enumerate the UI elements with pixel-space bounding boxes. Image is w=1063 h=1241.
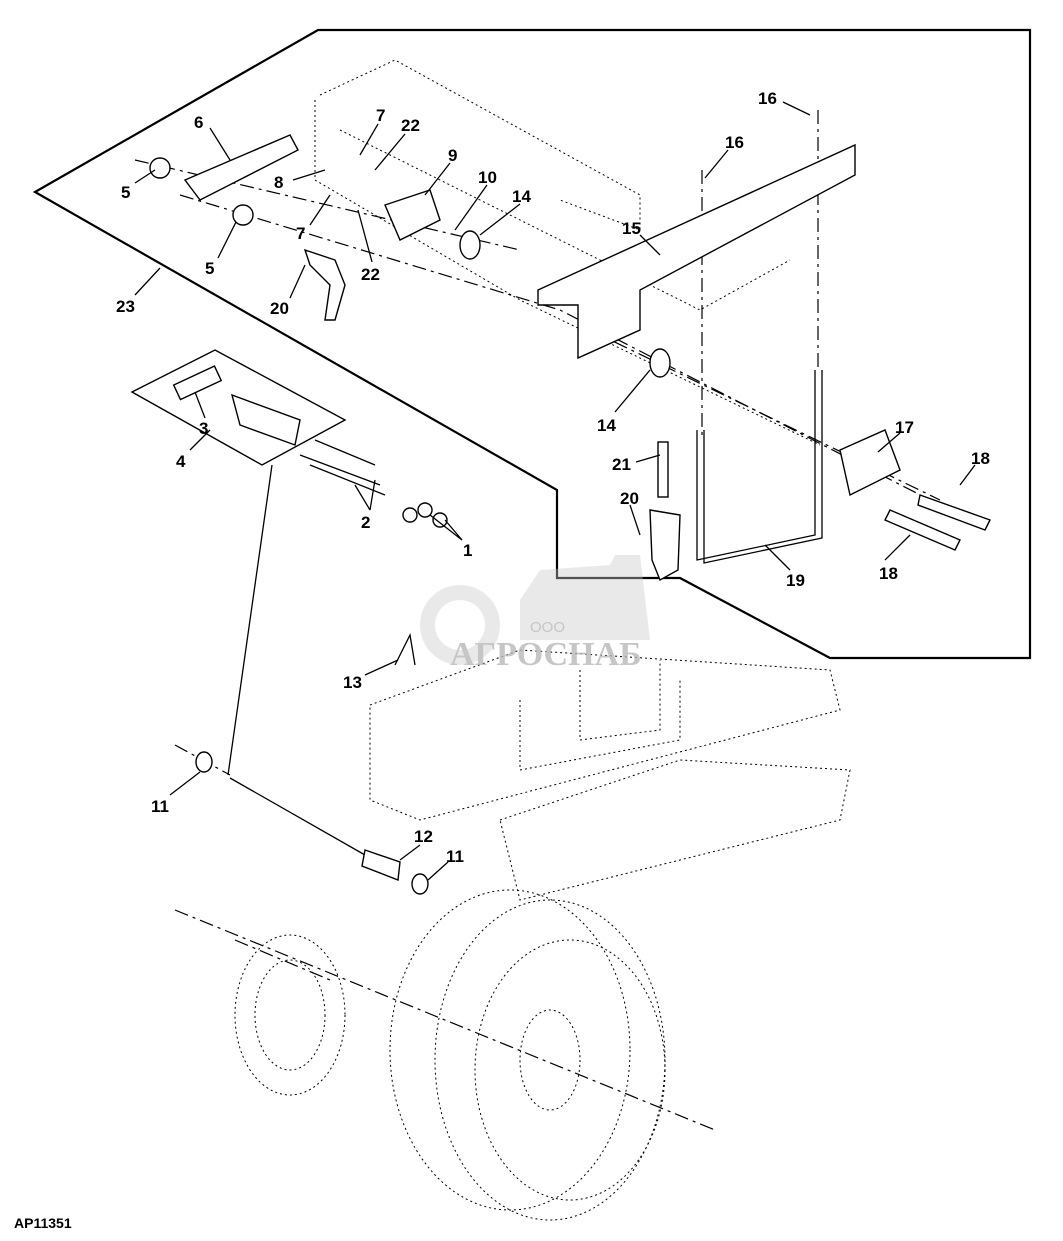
callout-16: 16 — [725, 133, 744, 152]
frame-background — [314, 59, 851, 901]
callout-14: 14 — [512, 187, 531, 206]
callout-15: 15 — [622, 219, 641, 238]
callout-21: 21 — [612, 455, 631, 474]
stud-21 — [657, 441, 669, 498]
callout-23: 23 — [116, 297, 135, 316]
o-ring-14b — [649, 348, 671, 378]
parts — [130, 134, 991, 895]
sensor-12 — [361, 849, 401, 881]
callout-22: 22 — [401, 116, 420, 135]
watermark-logo: ООО АГРОСНАБ — [420, 555, 650, 673]
wheel-background — [174, 889, 716, 1221]
elbow-20 — [303, 248, 346, 321]
callout-18: 18 — [879, 564, 898, 583]
bolt-18 — [917, 494, 991, 531]
callout-20: 20 — [620, 489, 639, 508]
bracket-15 — [537, 143, 856, 360]
callout-19: 19 — [786, 571, 805, 590]
terminals-2 — [299, 439, 386, 496]
callout-11: 11 — [151, 797, 169, 816]
callout-8: 8 — [274, 173, 283, 192]
watermark-name: АГРОСНАБ — [450, 636, 642, 673]
seal-3 — [172, 365, 223, 401]
callout-13: 13 — [343, 673, 362, 692]
callout-16: 16 — [758, 89, 777, 108]
callout-6: 6 — [194, 113, 203, 132]
callout-11: 11 — [446, 847, 464, 866]
nut-5b — [232, 204, 254, 226]
grommet-11b — [411, 873, 429, 895]
callout-14: 14 — [597, 416, 616, 435]
callout-17: 17 — [895, 418, 914, 437]
o-ring-14 — [459, 230, 481, 260]
callout-4: 4 — [176, 452, 186, 471]
callout-1: 1 — [463, 541, 472, 560]
callout-2: 2 — [361, 513, 370, 532]
callout-10: 10 — [478, 168, 497, 187]
connector-housing — [230, 393, 301, 446]
link-6 — [183, 134, 299, 201]
elbow-20b — [649, 509, 681, 581]
tube-19 — [696, 370, 816, 561]
leader-line — [227, 464, 273, 776]
diagram-code: AP11351 — [14, 1215, 72, 1231]
callout-20: 20 — [270, 299, 289, 318]
seals-1 — [402, 507, 418, 523]
watermark-prefix: ООО — [530, 619, 565, 636]
assembly-boundary-outline — [32, 28, 1032, 660]
grommet-11 — [195, 751, 213, 773]
callout-7: 7 — [296, 224, 305, 243]
block-17 — [839, 429, 901, 497]
callout-22: 22 — [361, 265, 380, 284]
block-9 — [384, 189, 441, 241]
nut-5 — [149, 157, 171, 179]
callout-18: 18 — [971, 449, 990, 468]
callout-5: 5 — [205, 259, 214, 278]
callout-5: 5 — [121, 183, 130, 202]
callout-7: 7 — [376, 106, 385, 125]
callout-leaders — [134, 101, 976, 881]
callout-3: 3 — [199, 419, 208, 438]
bolt-18b — [884, 509, 961, 551]
clip-13 — [394, 632, 416, 666]
callout-labels: 16 16 7 22 6 8 9 10 14 5 7 5 15 20 22 23… — [116, 89, 990, 866]
callout-12: 12 — [414, 827, 433, 846]
sensor-cable — [229, 777, 366, 856]
callout-9: 9 — [448, 146, 457, 165]
